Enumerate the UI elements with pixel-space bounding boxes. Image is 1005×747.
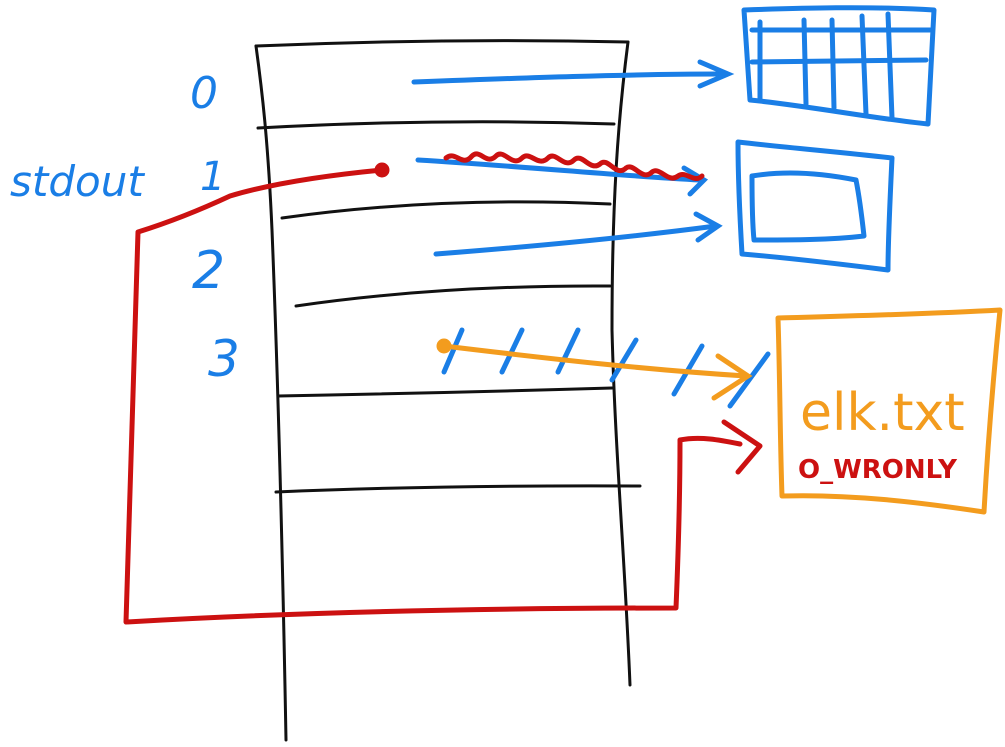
redirect-arrowhead: [721, 419, 763, 475]
file-name: elk.txt: [800, 383, 965, 443]
screen-icon: [735, 139, 895, 273]
pointer-fd1-arrowhead: [681, 165, 709, 197]
fd-table-left-edge: [254, 44, 288, 742]
fd-table-right-edge: [610, 40, 632, 687]
pointer-fd3-arrow: [441, 343, 749, 379]
hatch-mark: [555, 327, 581, 375]
fd-index-labels: 0 stdout 1 2 3: [10, 68, 240, 388]
blue-pointers: [411, 59, 771, 409]
fd-table: [254, 39, 642, 742]
crossed-out-squiggle: [443, 151, 705, 181]
fd-table-row-divider: [256, 120, 616, 130]
fd-index-1: 1: [200, 154, 225, 200]
pointer-fd0-arrowhead: [697, 59, 735, 89]
hatch-mark: [727, 351, 771, 409]
fd-table-row-divider: [294, 284, 612, 308]
fd-index-2: 2: [192, 241, 225, 301]
redirect-loop: [123, 167, 743, 625]
file-box-icon: [775, 307, 1003, 515]
hatch-mark: [441, 327, 465, 375]
orange-pointer: [436, 338, 753, 401]
hatch-mark: [609, 337, 639, 383]
terminal-grid-icon: [741, 5, 937, 127]
fd-index-0: 0: [190, 68, 218, 119]
pointer-fd2-arrow: [433, 223, 719, 257]
stdout-label: stdout: [10, 157, 145, 206]
pointer-fd3-arrowhead: [711, 353, 753, 401]
pointer-fd0-arrow: [411, 71, 723, 85]
fd-table-row-divider: [274, 484, 642, 494]
fd-index-3: 3: [208, 330, 240, 388]
hatch-mark: [499, 327, 525, 375]
pointer-fd2-arrowhead: [693, 211, 723, 243]
fd-table-row-divider: [276, 386, 614, 398]
fd-table-top-edge: [254, 39, 630, 48]
file-open-flag: O_WRONLY: [798, 455, 958, 485]
fd-table-row-divider: [280, 200, 612, 220]
red-redirection: [123, 151, 763, 625]
